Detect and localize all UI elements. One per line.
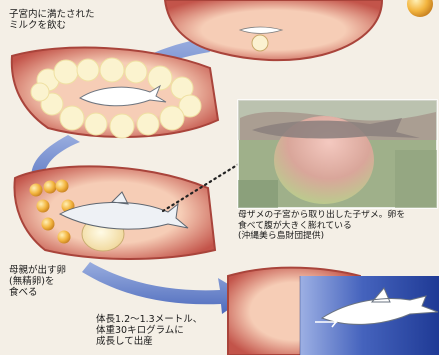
label-milk: 子宮内に満たされた ミルクを飲む: [9, 9, 95, 31]
birth-stage: [228, 268, 439, 355]
flow-arrow-bottom: [82, 262, 248, 314]
sun-egg-icon: [407, 0, 433, 17]
photo-caption: 母ザメの子宮から取り出した子ザメ。卵を 食べて腹が大きく膨れている (沖縄美ら島…: [238, 210, 405, 242]
label-unfertilized-eggs: 母親が出す卵 (無精卵)を 食べる: [9, 265, 66, 298]
label-birth: 体長1.2～1.3メートル、 体重30キログラムに 成長して出産: [96, 314, 202, 347]
uterus-stage-milk: [12, 48, 218, 138]
specimen-photo: [238, 100, 437, 208]
fertilized-egg: [252, 35, 268, 51]
uterus-stage-yolk: [14, 166, 215, 259]
